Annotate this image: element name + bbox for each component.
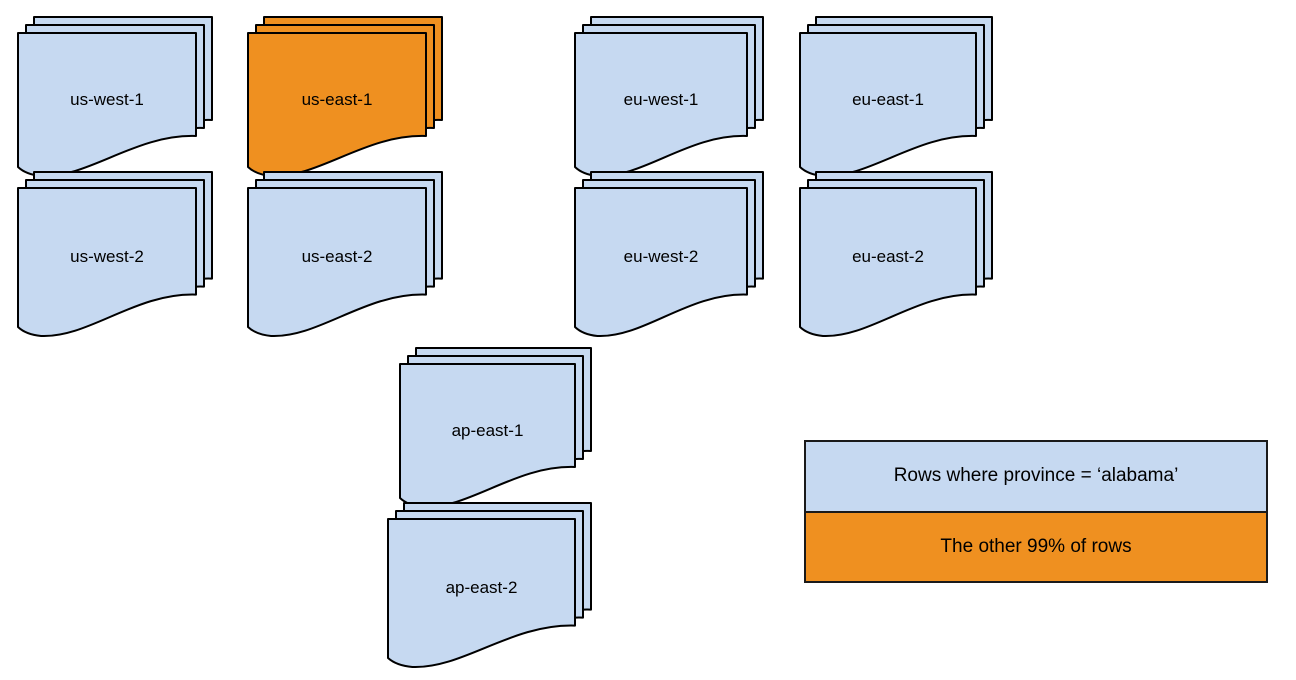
data-stack-shape-eu-east-2 <box>799 171 993 338</box>
data-stack-shape-us-west-2 <box>17 171 213 338</box>
data-stack-eu-east-2[interactable]: eu-east-2 <box>799 171 993 338</box>
data-stack-eu-east-1[interactable]: eu-east-1 <box>799 16 993 178</box>
data-stack-shape-us-east-1 <box>247 16 443 178</box>
data-stack-shape-ap-east-1 <box>399 347 592 509</box>
data-stack-eu-west-1[interactable]: eu-west-1 <box>574 16 764 178</box>
data-stack-shape-us-west-1 <box>17 16 213 178</box>
legend-label-orange: The other 99% of rows <box>940 535 1132 557</box>
data-stack-shape-ap-east-2 <box>387 502 592 669</box>
data-stack-us-west-1[interactable]: us-west-1 <box>17 16 213 178</box>
data-stack-shape-eu-east-1 <box>799 16 993 178</box>
data-stack-us-east-1[interactable]: us-east-1 <box>247 16 443 178</box>
data-stack-shape-us-east-2 <box>247 171 443 338</box>
legend-box: Rows where province = ‘alabama’ The othe… <box>804 440 1268 583</box>
legend-row-blue: Rows where province = ‘alabama’ <box>806 442 1266 513</box>
data-stack-shape-eu-west-1 <box>574 16 764 178</box>
legend-row-orange: The other 99% of rows <box>806 512 1266 581</box>
data-stack-ap-east-2[interactable]: ap-east-2 <box>387 502 592 669</box>
data-stack-ap-east-1[interactable]: ap-east-1 <box>399 347 592 509</box>
data-stack-shape-eu-west-2 <box>574 171 764 338</box>
data-stack-us-east-2[interactable]: us-east-2 <box>247 171 443 338</box>
data-stack-eu-west-2[interactable]: eu-west-2 <box>574 171 764 338</box>
legend-label-blue: Rows where province = ‘alabama’ <box>893 465 1179 487</box>
data-stack-us-west-2[interactable]: us-west-2 <box>17 171 213 338</box>
